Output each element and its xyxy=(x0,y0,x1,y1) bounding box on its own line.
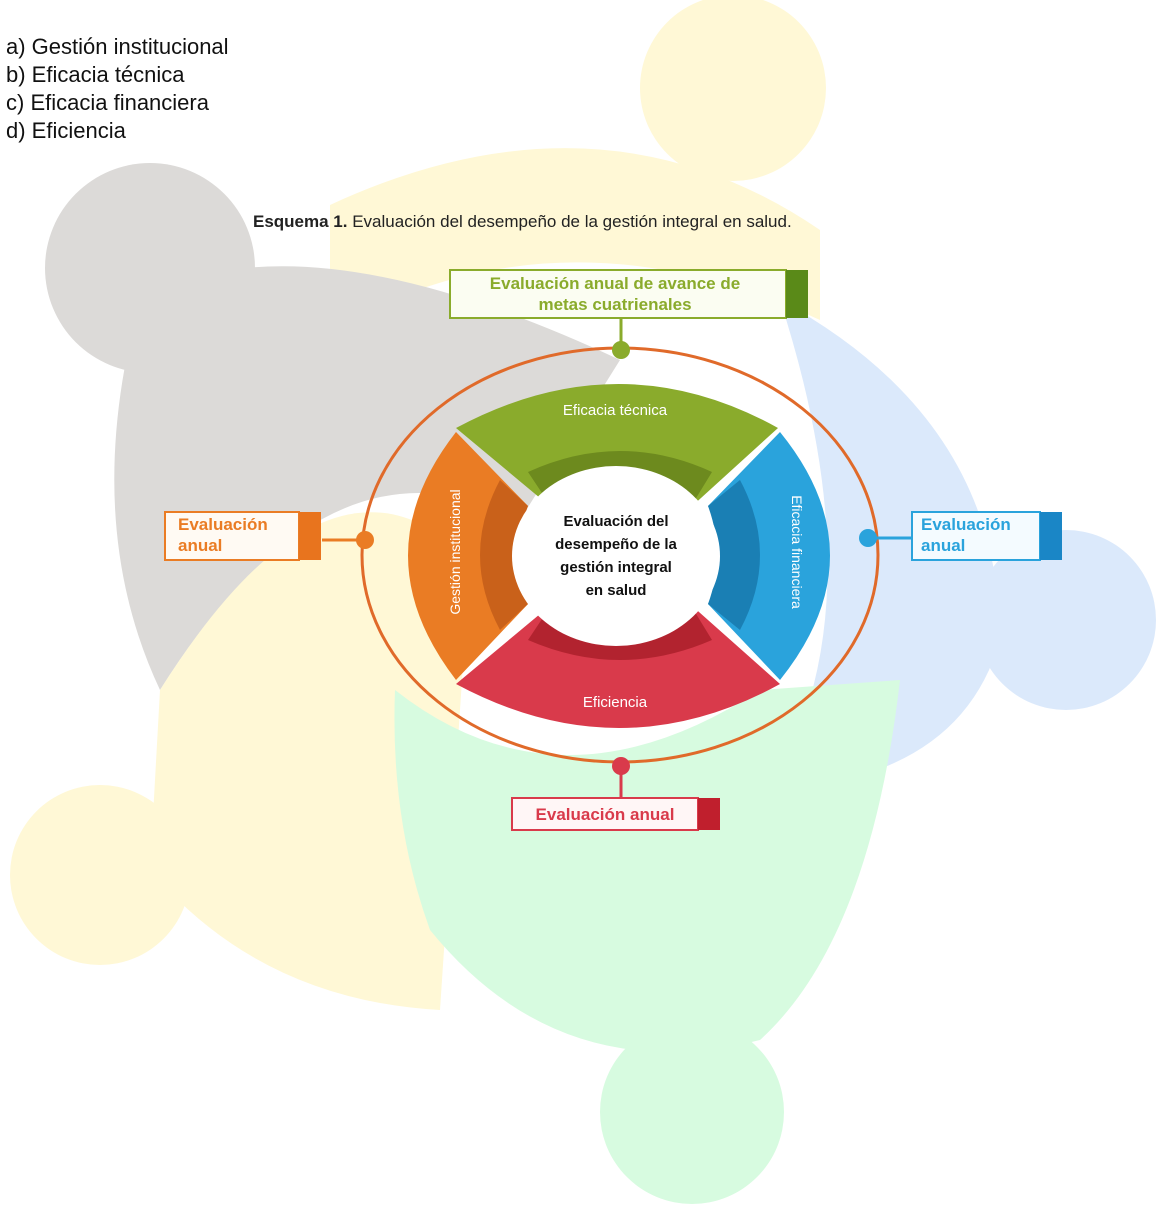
top-tag-line: metas cuatrienales xyxy=(538,295,691,314)
center-text-line: Evaluación del xyxy=(563,513,668,530)
left-tag-line: Evaluación xyxy=(178,515,268,534)
left-tag-accent xyxy=(299,512,321,560)
bottom-tag-line: Evaluación anual xyxy=(536,805,675,824)
bg-gray-arc xyxy=(114,266,621,690)
top-connector-dot xyxy=(612,341,630,359)
bottom-connector-dot xyxy=(612,757,630,775)
caption-text: Evaluación del desempeño de la gestión i… xyxy=(347,212,792,231)
segment-right-inner xyxy=(708,480,760,630)
right-tag-line: Evaluación xyxy=(921,515,1011,534)
bg-green-circle xyxy=(600,1020,784,1204)
criteria-list: a) Gestión institucional b) Eficacia téc… xyxy=(6,33,229,145)
list-item: a) Gestión institucional xyxy=(6,34,229,59)
segment-left-inner xyxy=(480,480,528,630)
bg-yellow-band xyxy=(330,148,820,330)
right-tag-accent xyxy=(1040,512,1062,560)
top-tag-box xyxy=(449,269,787,319)
bottom-tag-accent xyxy=(698,798,720,830)
center-text-line: desempeño de la xyxy=(555,536,677,553)
bg-yellow-arc xyxy=(150,512,470,1010)
bg-yellow-circle-bottom xyxy=(10,785,190,965)
bg-blue-arc xyxy=(770,300,1000,790)
left-connector-dot xyxy=(356,531,374,549)
list-item: d) Eficiencia xyxy=(6,118,126,143)
figure-caption: Esquema 1. Evaluación del desempeño de l… xyxy=(253,212,813,232)
list-item: c) Eficacia financiera xyxy=(6,90,209,115)
segment-top-label: Eficacia técnica xyxy=(563,402,668,419)
caption-label: Esquema 1. xyxy=(253,212,348,231)
left-tag-box xyxy=(164,511,300,561)
center-circle xyxy=(512,466,720,646)
segment-bottom-label: Eficiencia xyxy=(583,694,648,711)
segment-left-label: Gestión institucional xyxy=(447,489,463,614)
left-tag-line: anual xyxy=(178,536,222,555)
segment-right-label: Eficacia financiera xyxy=(789,495,805,609)
right-tag-line: anual xyxy=(921,536,965,555)
bg-blue-circle xyxy=(976,530,1156,710)
bg-yellow-circle-top xyxy=(640,0,826,181)
center-text-line: en salud xyxy=(586,582,647,599)
top-tag-accent xyxy=(786,270,808,318)
bg-green-arc xyxy=(394,680,900,1052)
center-text-line: gestión integral xyxy=(560,559,672,576)
right-connector-dot xyxy=(859,529,877,547)
list-item: b) Eficacia técnica xyxy=(6,62,185,87)
top-tag-line: Evaluación anual de avance de xyxy=(490,274,740,293)
